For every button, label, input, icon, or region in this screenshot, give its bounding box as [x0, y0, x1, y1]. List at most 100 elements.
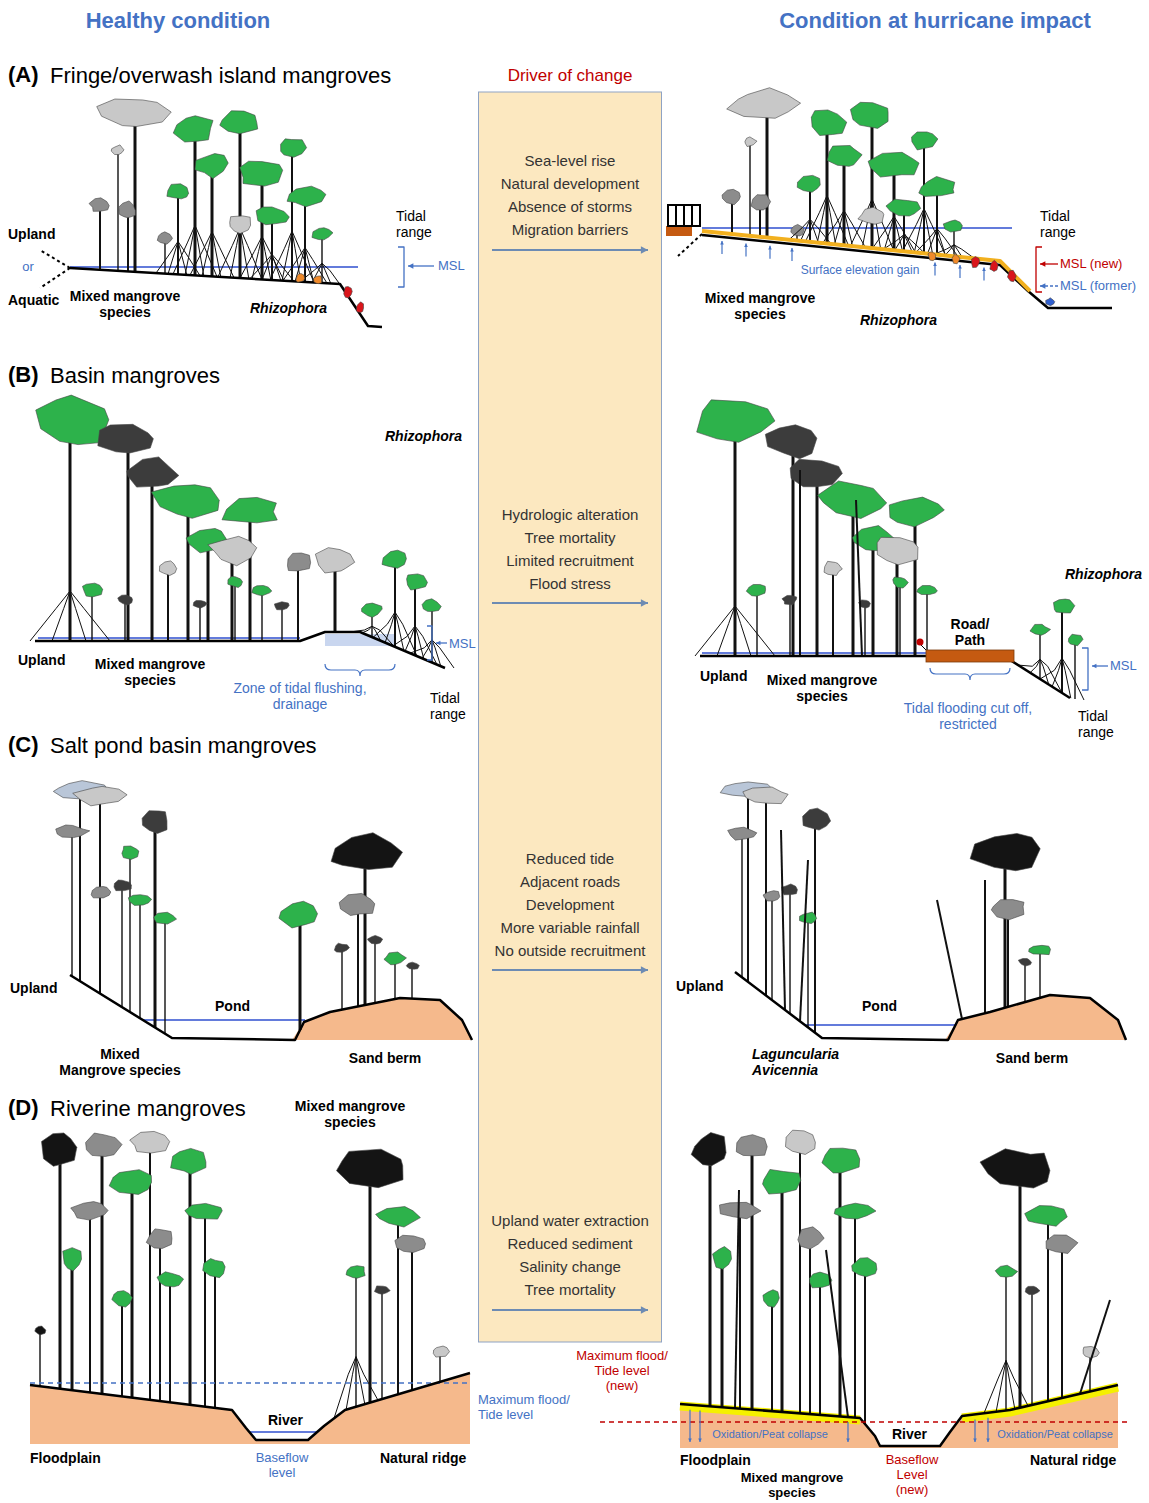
trunk: [1039, 950, 1040, 998]
text-line: Baseflow: [886, 1452, 939, 1467]
canopy: [157, 232, 172, 244]
msl-label: MSL (former): [1060, 278, 1136, 293]
arrow-line: [699, 1411, 700, 1442]
trunk: [839, 1160, 842, 1416]
canopy: [745, 137, 757, 147]
prop-root: [914, 209, 924, 254]
arrow-line: [987, 1418, 988, 1442]
seedling: [344, 287, 353, 298]
prop-root: [218, 228, 240, 277]
text-line: Mixed mangrove: [295, 1098, 405, 1114]
prop-root: [195, 225, 217, 276]
trunk: [747, 790, 749, 982]
trunk: [271, 216, 273, 280]
prop-root: [272, 254, 281, 280]
canopy: [159, 561, 176, 576]
prop-root: [1030, 659, 1040, 672]
ground-line: [70, 975, 472, 1040]
text-line: drainage: [233, 696, 366, 712]
canopy: [230, 216, 251, 234]
trunk: [936, 188, 938, 256]
trunk: [71, 832, 72, 976]
prop-root: [927, 229, 937, 255]
canopy: [256, 207, 289, 225]
canopy: [146, 1229, 172, 1249]
zone-label: Upland: [676, 978, 723, 994]
dead-trunk: [800, 860, 808, 1021]
marker-stem: [921, 645, 926, 650]
canopy: [203, 1259, 225, 1278]
trunk: [177, 192, 179, 274]
canopy: [713, 1247, 732, 1270]
canopy: [312, 228, 333, 240]
arrow-head: [720, 241, 724, 245]
trunk: [756, 590, 757, 656]
canopy: [1053, 599, 1074, 613]
prop-root: [1006, 1361, 1015, 1409]
arrow-head: [641, 599, 648, 606]
text-line: Tidal: [396, 208, 432, 224]
text-line: Road/: [951, 616, 990, 632]
arrow-head: [641, 966, 648, 973]
text-line: Mixed mangrove: [70, 288, 180, 304]
msl-label: MSL: [449, 636, 476, 651]
text-line: species: [70, 304, 180, 320]
canopy: [743, 787, 788, 804]
canopy: [384, 952, 407, 965]
canopy: [279, 901, 318, 928]
panel-letter: (B): [8, 362, 39, 387]
dock-post: [683, 205, 685, 226]
trunk: [364, 852, 367, 1005]
canopy: [746, 584, 765, 596]
seedling: [952, 254, 960, 263]
dead-trunk: [1080, 1300, 1110, 1394]
canopy: [886, 199, 921, 216]
process-label: Surface elevation gain: [801, 263, 920, 277]
zone-label: Upland: [10, 980, 57, 996]
dead-trunk: [781, 830, 785, 1010]
arrow-head: [982, 267, 986, 271]
zone-label: River: [892, 1426, 927, 1442]
zone-label: Aquatic: [8, 292, 59, 308]
text-line: species: [767, 688, 877, 704]
prop-root: [924, 209, 946, 257]
canopy: [171, 1148, 206, 1174]
trunk: [766, 104, 769, 239]
text-line: species: [95, 672, 205, 688]
prop-root: [717, 606, 735, 656]
msl-line: [70, 266, 358, 267]
panel-c-healthy: [53, 781, 472, 1040]
arrow-head: [933, 262, 937, 266]
trunk: [789, 890, 790, 1014]
trunk: [239, 122, 242, 278]
trunk: [91, 590, 92, 641]
canopy: [56, 825, 90, 838]
dead-trunk: [937, 900, 962, 1019]
trunk: [154, 820, 157, 1028]
canopy: [362, 603, 383, 617]
driver-item: Hydrologic alteration: [502, 506, 639, 523]
canopy: [130, 1131, 170, 1153]
trunk: [872, 540, 875, 656]
trunk: [843, 157, 846, 246]
canopy: [889, 497, 944, 527]
trunk: [721, 1258, 724, 1407]
text-line: range: [1040, 224, 1076, 240]
trunk: [124, 600, 125, 641]
tidal-range-label: Tidal range: [1078, 708, 1114, 740]
canopy: [850, 102, 888, 128]
ground-line: [680, 1385, 1118, 1446]
canopy: [252, 585, 272, 595]
trunk: [139, 900, 140, 1018]
trunk: [923, 140, 925, 254]
canopy: [368, 935, 383, 943]
dock-post: [675, 205, 677, 226]
zone-label: Floodplain: [30, 1450, 101, 1466]
driver-band: Driver of changeSea-level riseNatural de…: [478, 60, 662, 1342]
canopy: [751, 195, 771, 210]
arrow-line: [492, 1309, 648, 1311]
trunk: [819, 1280, 821, 1415]
canopy: [119, 201, 136, 218]
arrow-line: [492, 602, 648, 604]
